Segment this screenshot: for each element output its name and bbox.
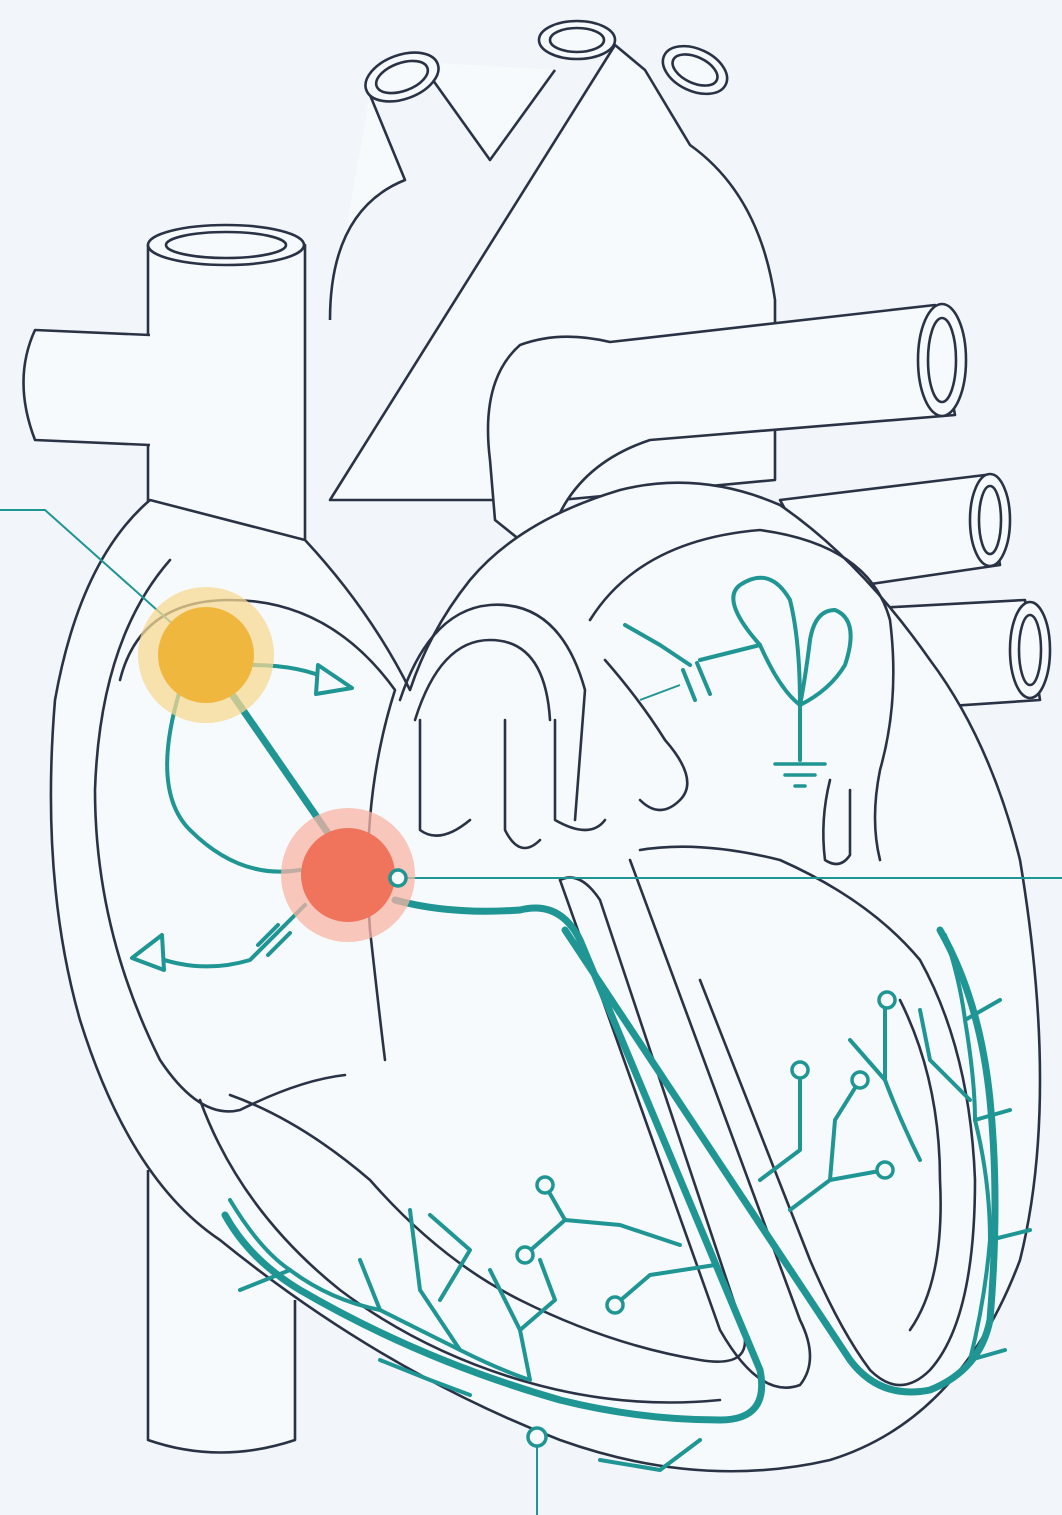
terminal-dot	[537, 1177, 553, 1193]
av-pointer-dot	[390, 870, 406, 886]
brachiocephalic-vein	[24, 330, 151, 445]
terminal-dot	[852, 1072, 868, 1088]
superior-vena-cava	[148, 245, 305, 540]
aorta-branch-openings	[359, 21, 735, 111]
terminal-dot	[528, 1428, 546, 1446]
sa-node	[138, 587, 274, 723]
terminal-dot	[879, 992, 895, 1008]
terminal-dot	[607, 1297, 623, 1313]
terminal-dot	[792, 1062, 808, 1078]
terminal-dot	[877, 1162, 893, 1178]
terminal-dot	[517, 1247, 533, 1263]
